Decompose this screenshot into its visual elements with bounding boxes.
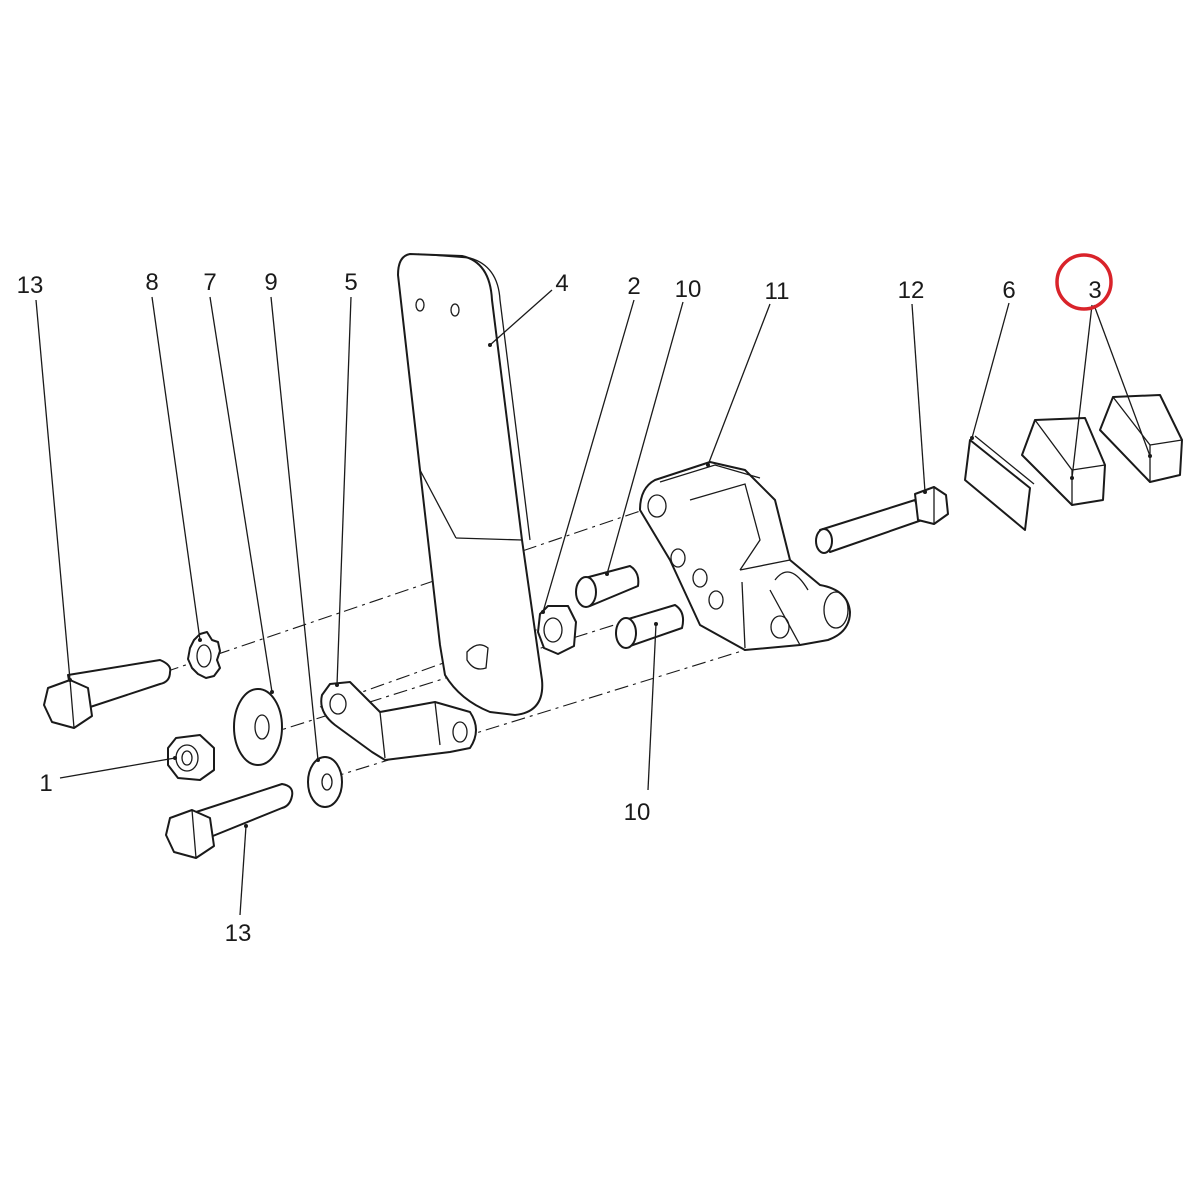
lever-arm-part — [397, 253, 544, 716]
callout-8: 8 — [145, 269, 158, 296]
small-bracket-part — [320, 681, 477, 761]
callout-13-top: 13 — [17, 272, 44, 299]
callout-9: 9 — [264, 269, 277, 296]
small-washer-part — [307, 756, 343, 808]
highlight-ring — [1055, 253, 1113, 311]
callout-6: 6 — [1002, 277, 1015, 304]
hex-bolt-upper-part — [43, 659, 172, 729]
large-washer-part — [233, 688, 283, 766]
block-parts — [1021, 394, 1183, 506]
lock-nut-part — [167, 734, 215, 781]
callout-10-top: 10 — [675, 276, 702, 303]
hex-bolt-lower-part — [165, 783, 294, 859]
lock-washer-part — [187, 631, 221, 679]
callout-13-bottom: 13 — [225, 920, 252, 947]
callout-12: 12 — [898, 277, 925, 304]
callout-labels: 13 8 7 9 5 4 2 10 11 12 6 3 1 10 13 — [17, 269, 1102, 947]
hex-nut-part — [537, 605, 577, 655]
callout-2: 2 — [627, 273, 640, 300]
shoulder-bolt-part — [815, 486, 949, 554]
thin-plate-part — [964, 435, 1035, 531]
callout-3: 3 — [1088, 277, 1101, 304]
callout-10-bottom: 10 — [624, 799, 651, 826]
bushing-lower-part — [615, 604, 685, 649]
callout-7: 7 — [203, 269, 216, 296]
callout-5: 5 — [344, 269, 357, 296]
callout-4: 4 — [555, 270, 568, 297]
mounting-bracket-part — [639, 461, 851, 651]
callout-1: 1 — [39, 770, 52, 797]
leader-lines — [35, 289, 1152, 916]
callout-11: 11 — [765, 278, 790, 305]
bushing-upper-part — [575, 565, 640, 608]
